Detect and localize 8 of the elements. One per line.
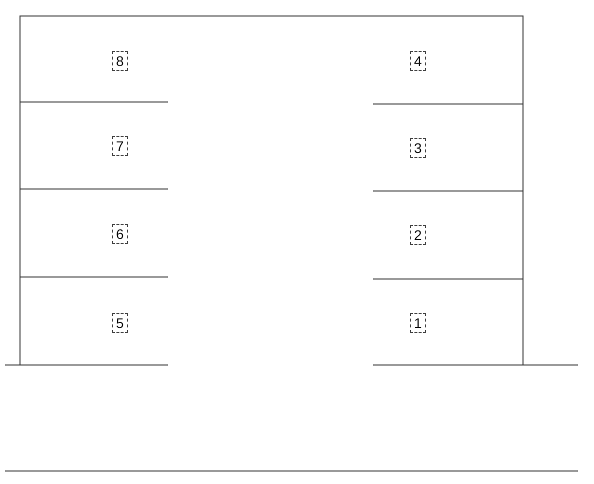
space-number: 5 <box>112 313 128 333</box>
space-number: 1 <box>410 313 426 333</box>
space-number: 4 <box>410 51 426 71</box>
space-number: 8 <box>112 51 128 71</box>
space-number: 7 <box>112 136 128 156</box>
space-number: 6 <box>112 224 128 244</box>
space-number: 2 <box>410 225 426 245</box>
space-number: 3 <box>410 138 426 158</box>
